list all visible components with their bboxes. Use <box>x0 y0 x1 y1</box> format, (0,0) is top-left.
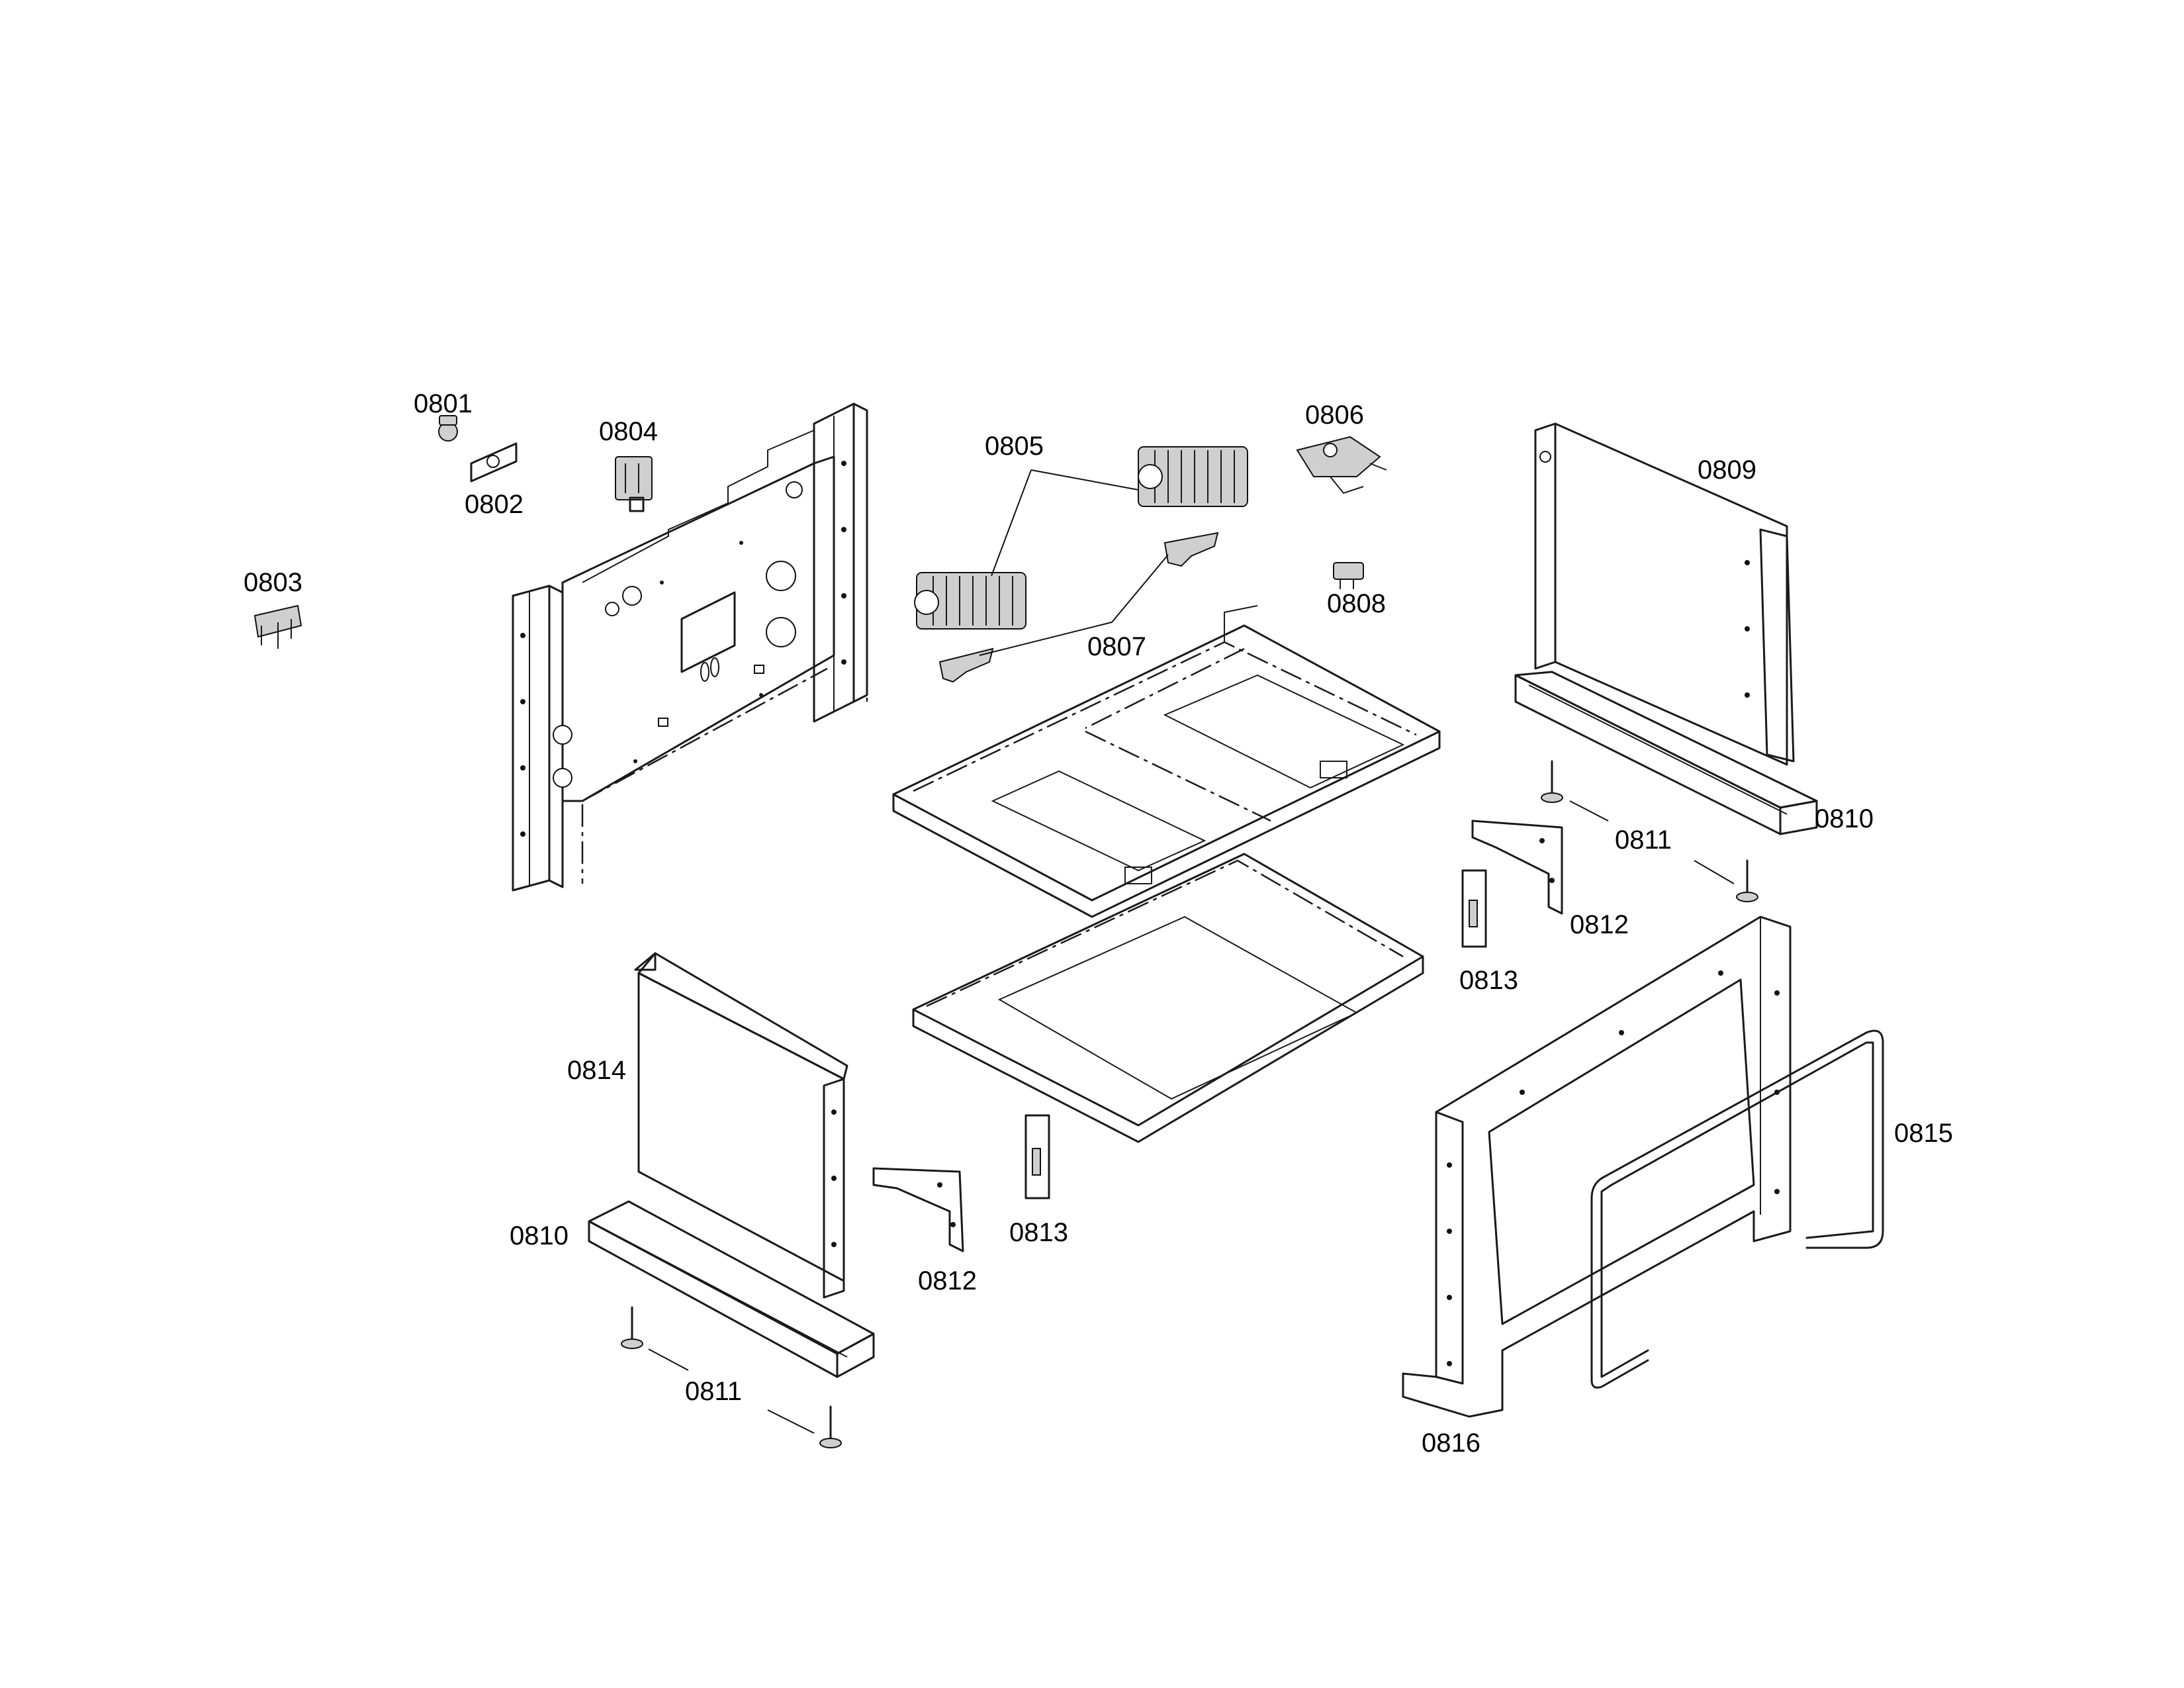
part-0808-switch <box>1333 562 1364 589</box>
label-0802: 0802 <box>465 490 523 519</box>
label-0804: 0804 <box>599 417 658 446</box>
label-0811-right: 0811 <box>1615 825 1672 855</box>
part-0803-bracket <box>253 604 302 649</box>
part-0807-clip-lower <box>938 647 994 683</box>
label-0803: 0803 <box>244 568 302 597</box>
part-0812-bracket-left <box>872 1167 964 1252</box>
part-0802-plate <box>470 442 518 483</box>
label-0806: 0806 <box>1305 400 1364 430</box>
part-0801-knob <box>438 415 458 442</box>
upper-tray <box>892 605 1441 918</box>
part-0812-bracket-right <box>1471 820 1563 915</box>
label-0814: 0814 <box>567 1056 626 1085</box>
part-0805-fan-right <box>1138 446 1248 507</box>
part-0809-side-panel <box>1534 422 1795 766</box>
part-0811-feet-right <box>1541 760 1758 902</box>
part-0810-base-rail-right <box>1514 671 1818 835</box>
part-0815-handle-rod <box>1590 1029 1884 1389</box>
part-0814-side-panel <box>634 952 848 1299</box>
part-0805-fan-left <box>914 572 1026 630</box>
label-0801: 0801 <box>414 389 473 418</box>
part-0807-clip-upper <box>1163 532 1219 567</box>
part-0813-hinge-left <box>1024 1114 1050 1199</box>
label-0811-left: 0811 <box>685 1377 742 1406</box>
label-0808: 0808 <box>1327 589 1386 618</box>
part-0804-switch <box>615 456 653 512</box>
label-0805: 0805 <box>985 432 1044 461</box>
label-0810-right: 0810 <box>1815 804 1874 833</box>
part-0813-hinge-right <box>1461 869 1487 948</box>
label-0812-left: 0812 <box>918 1266 977 1295</box>
back-panel <box>512 402 868 892</box>
part-0810-base-rail-left <box>588 1200 875 1378</box>
label-0810-left: 0810 <box>510 1221 569 1250</box>
label-0812-right: 0812 <box>1570 910 1629 939</box>
part-0811-feet-left <box>621 1306 842 1448</box>
label-0813-right: 0813 <box>1459 966 1518 995</box>
label-0809: 0809 <box>1698 455 1756 485</box>
label-0813-left: 0813 <box>1009 1218 1068 1247</box>
label-0815: 0815 <box>1894 1119 1953 1148</box>
label-0807: 0807 <box>1087 632 1146 661</box>
lower-tray <box>912 853 1424 1143</box>
part-0806-thermostat <box>1296 436 1387 494</box>
part-0816-front-frame <box>1402 915 1792 1418</box>
label-0816: 0816 <box>1422 1429 1480 1458</box>
